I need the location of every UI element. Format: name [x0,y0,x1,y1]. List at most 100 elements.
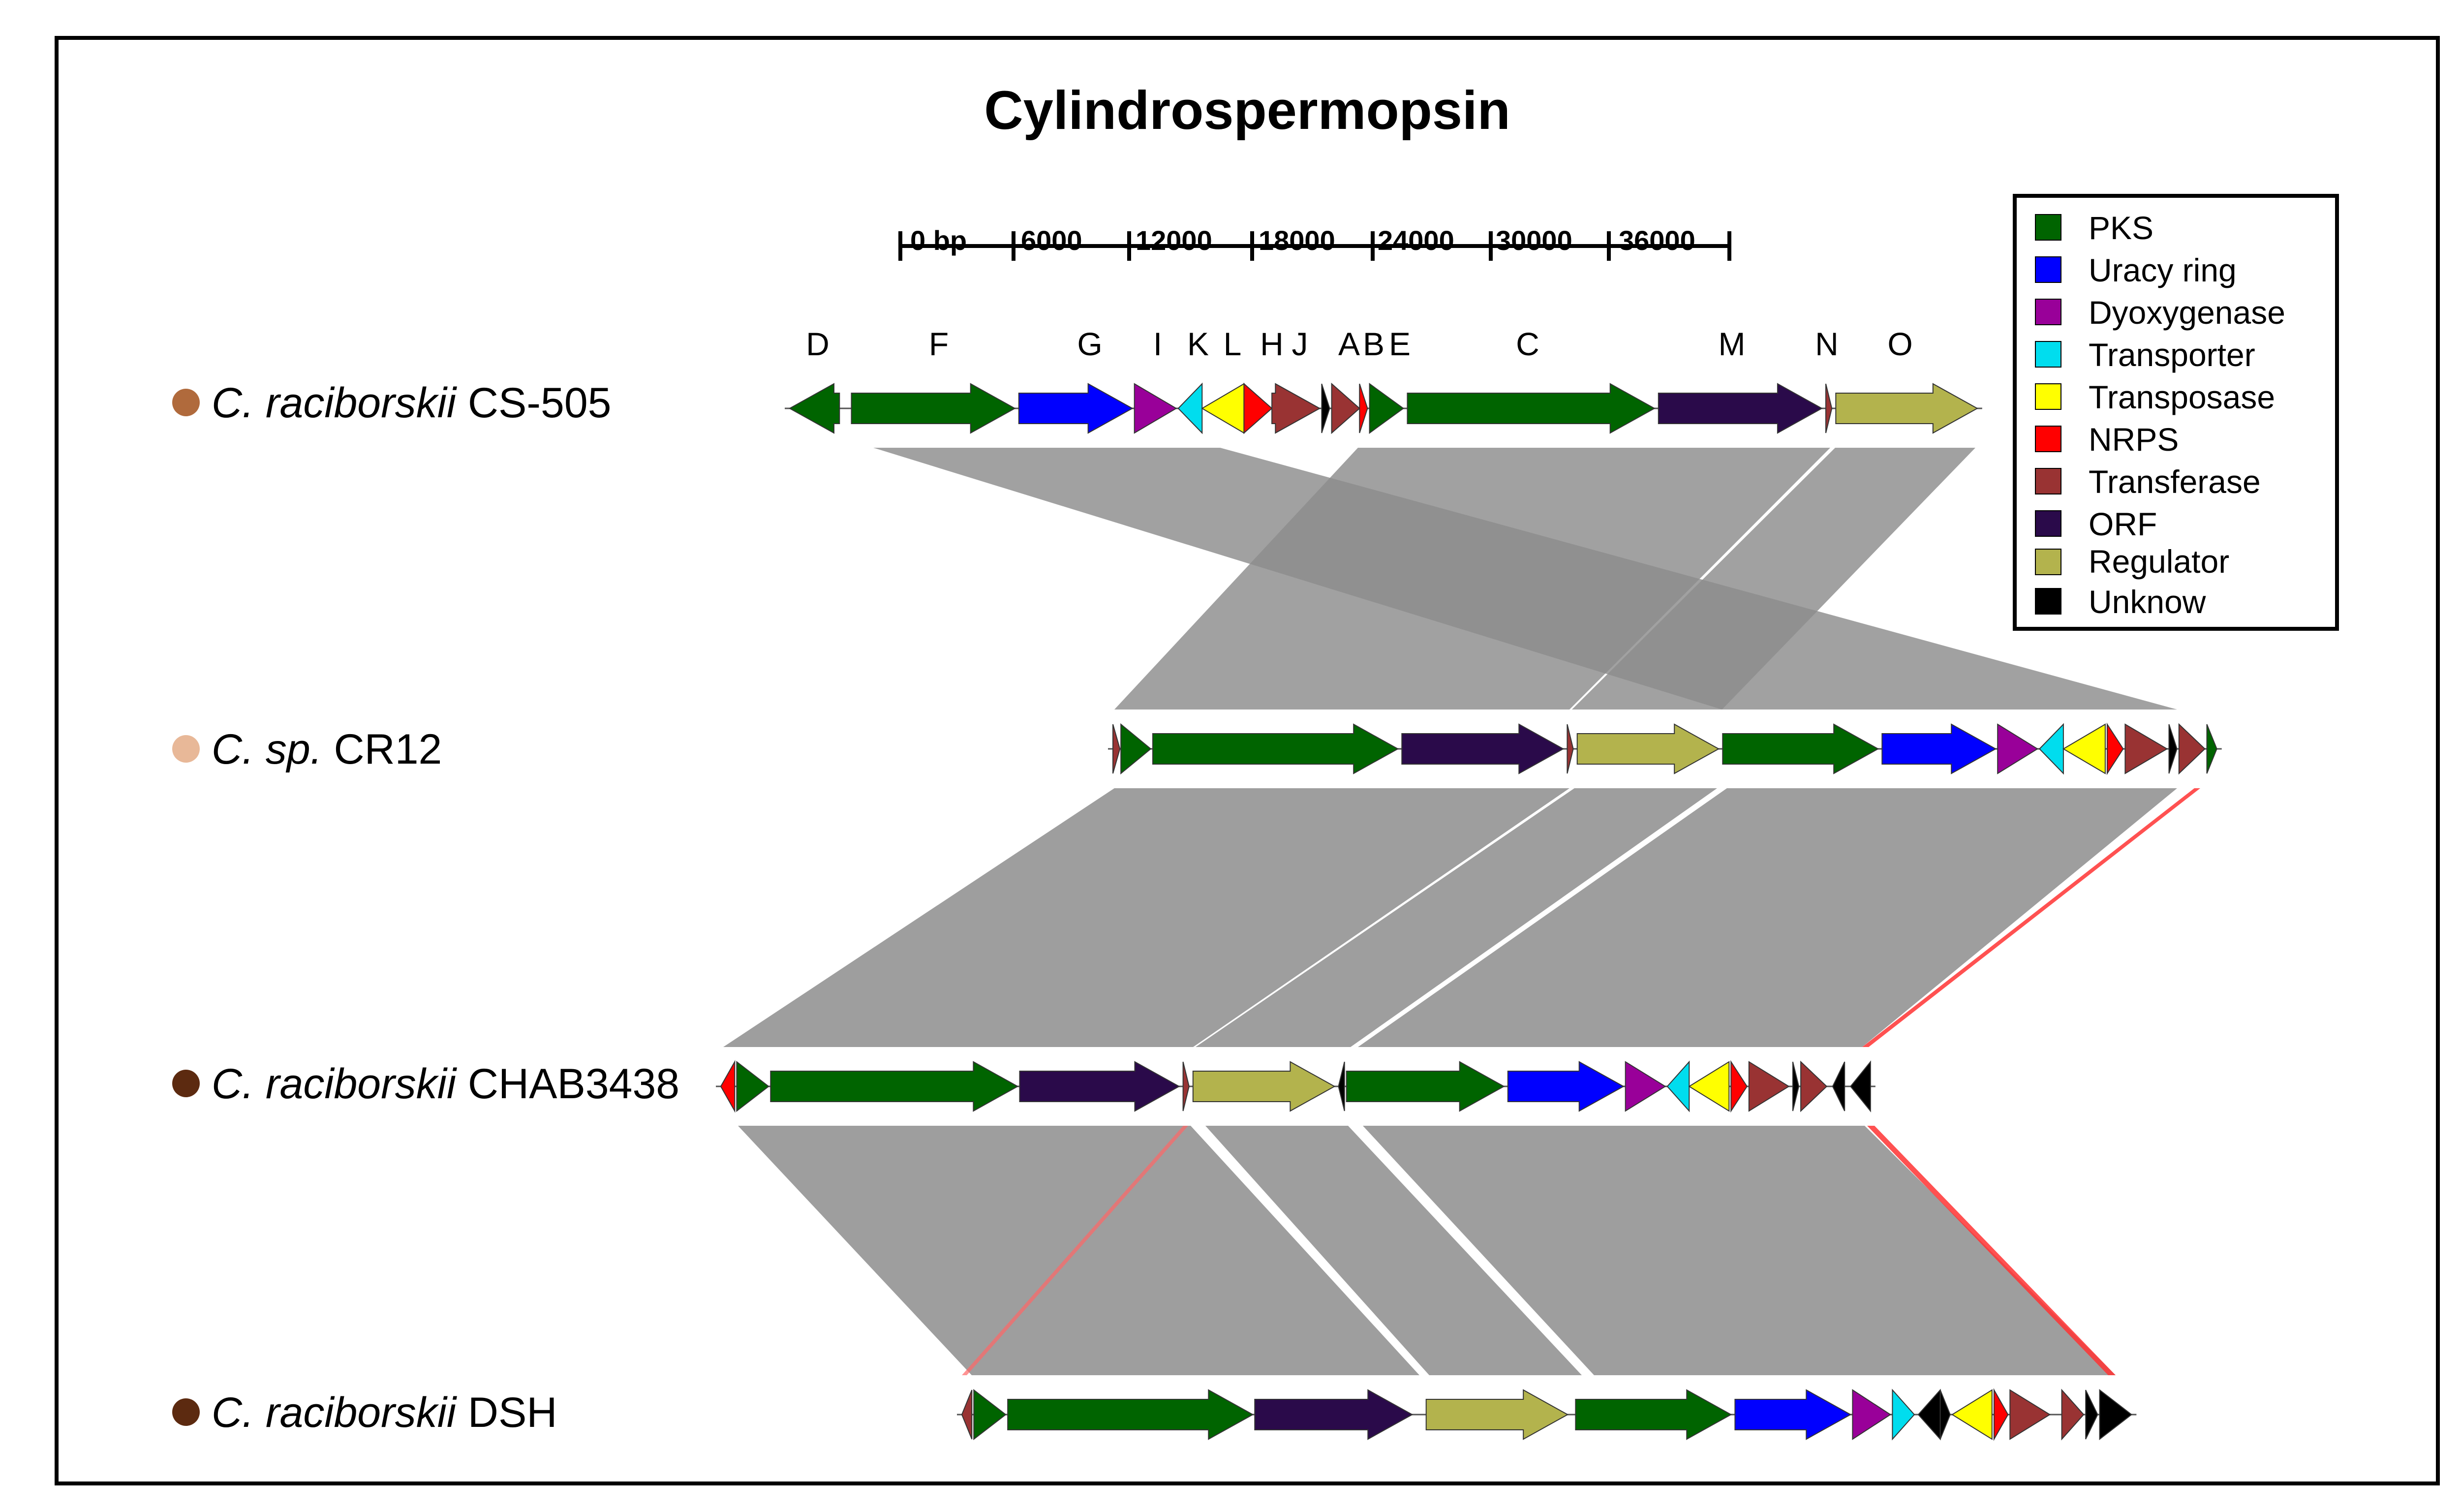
strain-id: CS-505 [456,379,612,427]
gene-arrow-pks [770,1061,1019,1112]
strain-label: C. raciborskii CS-505 [212,379,611,427]
gene-arrow-transferase [2061,1389,2085,1441]
legend-label: PKS [2089,210,2153,246]
legend-frame [2013,194,2339,631]
legend-item-uracy-ring: Uracy ring [2035,252,2237,288]
scale-label-30000: 30000 [1496,225,1572,256]
gene-label-i: I [1153,326,1162,362]
gene-arrow-regulator [1192,1061,1336,1112]
gene-track [785,369,1982,448]
gene-arrow-orf [1019,1061,1180,1112]
strain-genus: C. raciborskii [212,1389,458,1436]
gene-label-l: L [1224,326,1242,362]
gene-labels: D F G I K L H J A B E C M N O [806,326,1913,362]
gene-label-e: E [1389,326,1411,362]
figure-title: Cylindrospermopsin [984,80,1510,141]
legend-swatch [2035,299,2061,325]
strain-label: C. sp. CR12 [212,726,442,773]
strain-genus: C. sp. [212,726,322,773]
gene-arrow-pks [1575,1389,1732,1440]
strain-cs505: C. raciborskii CS-505 [172,379,611,427]
strain-cr12: C. sp. CR12 [172,726,442,773]
gene-label-g: G [1077,326,1102,362]
legend-swatch [2035,468,2061,494]
strain-id: CR12 [322,726,442,773]
scale-label-18000: 18000 [1259,225,1335,256]
gene-arrow-o [1835,383,1978,434]
gene-label-a: A [1338,326,1360,362]
gene-arrow-transposase [1688,1061,1730,1112]
gene-arrow-pks [1120,723,1152,775]
gene-arrow-transferase [1567,724,1574,774]
gene-arrow-i [1134,383,1177,434]
homology-band [1358,788,2177,1047]
legend-label: Transporter [2089,337,2255,373]
legend-item-transferase: Transferase [2035,463,2261,500]
gene-arrow-c [1407,383,1656,434]
homology-bands [723,448,2200,1375]
gene-label-f: F [929,326,949,362]
strain-genus: C. raciborskii [212,379,458,427]
gene-arrow-pks [1346,1061,1505,1112]
gene-arrow-unknow [1338,1061,1345,1111]
gene-arrow-pks [736,1060,769,1112]
legend-item-unknow: Unknow [2035,584,2206,620]
legend-item-pks: PKS [2035,210,2153,246]
legend-swatch [2035,426,2061,452]
gene-arrow-transferase [2009,1389,2051,1440]
legend-item-dyoxygenase: Dyoxygenase [2035,294,2285,331]
gene-arrow-dyoxygenase [1997,723,2039,774]
gene-arrow-b [1331,382,1360,434]
homology-band [1114,448,1830,710]
gene-label-d: D [806,326,830,362]
gene-arrow-transferase [1800,1060,1828,1112]
gene-track [1108,710,2222,788]
gene-arrow-g [1018,383,1134,434]
gene-arrow-transferase [961,1389,973,1440]
gene-arrow-orf [1254,1389,1414,1440]
legend-label: Transposase [2089,379,2275,415]
gene-arrow-transporter [1666,1060,1690,1112]
legend-item-regulator: Regulator [2035,543,2229,580]
homology-band [1205,1126,1582,1375]
gene-track [716,1047,1876,1126]
gene-arrow-unknow [1850,1060,1871,1112]
scale-label-12000: 12000 [1136,225,1212,256]
gene-arrow-uracy-ring [1881,723,1997,774]
gene-arrow-regulator [1576,723,1720,774]
homology-band [1196,788,1717,1047]
gene-arrow-transferase [2124,723,2168,774]
gene-arrow-orf [1401,723,1565,774]
strain-chab3438: C. raciborskii CHAB3438 [172,1060,679,1108]
strain-dot [172,389,200,416]
gene-arrow-unknow [1792,1061,1800,1111]
legend-item-transposase: Transposase [2035,379,2275,415]
gene-arrow-unknow [2085,1389,2098,1440]
gene-arrow-pks [1007,1389,1254,1440]
scale-bar: 0 bp 6000 12000 18000 24000 30000 36000 [898,225,1731,261]
gene-arrow-transposase [2062,723,2106,774]
legend-swatch [2035,549,2061,575]
strain-id: DSH [456,1389,557,1436]
strain-label: C. raciborskii CHAB3438 [212,1060,679,1108]
gene-arrow-unknow [2099,1389,2133,1441]
gene-label-n: N [1815,326,1839,362]
legend-label: Transferase [2089,463,2261,500]
gene-label-j: J [1292,326,1308,362]
gene-arrow-dyoxygenase [1625,1061,1666,1112]
gene-arrow-nrps [1359,383,1368,433]
homology-band [1572,448,1975,710]
gene-arrow-pks [1152,723,1399,774]
legend-item-orf: ORF [2035,506,2157,542]
gene-arrow-uracy-ring [1507,1061,1625,1112]
gene-label-b: B [1363,326,1384,362]
legend-item-nrps: NRPS [2035,421,2179,458]
gene-arrow-uracy-ring [1734,1389,1852,1440]
gene-arrow-k [1177,382,1203,434]
strain-genus: C. raciborskii [212,1060,458,1108]
gene-arrow-h [1243,382,1273,434]
legend-swatch [2035,383,2061,410]
gene-arrow-transferase [1112,724,1121,774]
homology-band [738,1126,1419,1375]
